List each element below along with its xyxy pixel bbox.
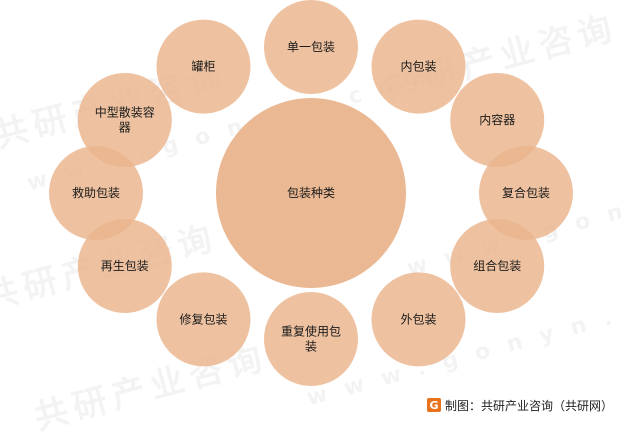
- category-circle: [479, 146, 573, 240]
- category-label: 组合包装: [473, 258, 521, 273]
- category-circle: [371, 19, 466, 114]
- footer-text: 制图：共研产业咨询（共研网）: [444, 398, 613, 413]
- category-label: 复合包装: [502, 185, 550, 200]
- category-label: 中型散装容器: [95, 105, 155, 135]
- category-circle: [450, 73, 545, 167]
- category-label: 罐柜: [191, 60, 215, 74]
- center-label: 包装种类: [287, 186, 335, 200]
- category-label: 修复包装: [179, 311, 227, 326]
- brand-logo-icon: G: [426, 398, 441, 412]
- category-circle: [77, 73, 172, 167]
- category-label: 内容器: [479, 112, 515, 127]
- footer-source: G 制图：共研产业咨询（共研网）: [426, 396, 613, 414]
- category-circle: [77, 219, 172, 313]
- category-label: 救助包装: [72, 185, 120, 200]
- category-circle: [156, 272, 251, 367]
- category-circle: [156, 19, 251, 114]
- center-circle: [216, 98, 406, 288]
- category-circle: [264, 292, 358, 386]
- category-circle: [264, 0, 358, 94]
- category-label: 内包装: [400, 60, 436, 74]
- category-label: 单一包装: [287, 40, 335, 54]
- category-circle: [450, 219, 545, 313]
- category-label: 重复使用包装: [281, 324, 341, 354]
- category-circle: [371, 272, 466, 367]
- category-label: 外包装: [400, 312, 436, 326]
- category-circle: [49, 146, 143, 240]
- category-label: 再生包装: [101, 259, 149, 273]
